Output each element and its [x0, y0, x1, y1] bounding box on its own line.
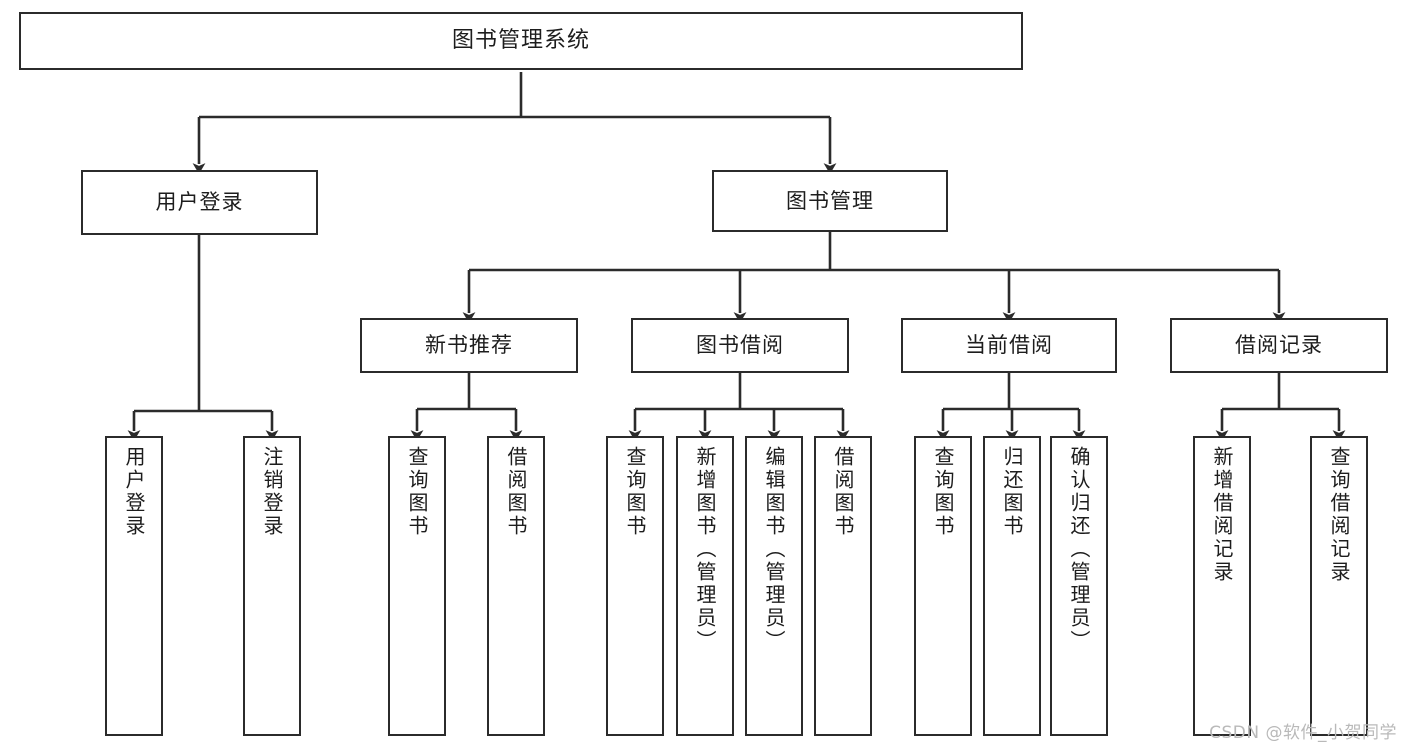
- node-leaf-edit-book[interactable]: 编辑图书（管理员）: [745, 436, 803, 736]
- node-leaf-add-record-label: 新增借阅记录: [1210, 446, 1234, 584]
- node-borrow-record-label: 借阅记录: [1235, 333, 1323, 358]
- node-book-borrow[interactable]: 图书借阅: [631, 318, 849, 373]
- node-new-book-recommend[interactable]: 新书推荐: [360, 318, 578, 373]
- node-leaf-add-record[interactable]: 新增借阅记录: [1193, 436, 1251, 736]
- node-current-borrow[interactable]: 当前借阅: [901, 318, 1117, 373]
- node-leaf-query-book-1-label: 查询图书: [405, 446, 429, 538]
- node-leaf-user-login[interactable]: 用户登录: [105, 436, 163, 736]
- node-leaf-query-book-1[interactable]: 查询图书: [388, 436, 446, 736]
- node-leaf-logout-login[interactable]: 注销登录: [243, 436, 301, 736]
- node-borrow-record[interactable]: 借阅记录: [1170, 318, 1388, 373]
- node-leaf-borrow-book-1[interactable]: 借阅图书: [487, 436, 545, 736]
- node-root-label: 图书管理系统: [451, 28, 590, 54]
- node-leaf-confirm-return-label: 确认归还（管理员）: [1067, 446, 1091, 653]
- node-leaf-query-book-3-label: 查询图书: [931, 446, 955, 538]
- node-root[interactable]: 图书管理系统: [19, 12, 1023, 70]
- node-leaf-query-book-2-label: 查询图书: [623, 446, 647, 538]
- node-leaf-user-login-label: 用户登录: [122, 446, 146, 538]
- node-current-borrow-label: 当前借阅: [965, 333, 1053, 358]
- watermark: CSDN @软件_小贺同学: [1209, 723, 1397, 743]
- node-leaf-query-record-label: 查询借阅记录: [1327, 446, 1351, 584]
- node-leaf-logout-login-label: 注销登录: [260, 446, 284, 538]
- node-leaf-return-book[interactable]: 归还图书: [983, 436, 1041, 736]
- node-leaf-confirm-return[interactable]: 确认归还（管理员）: [1050, 436, 1108, 736]
- node-book-borrow-label: 图书借阅: [696, 333, 784, 358]
- node-user-login[interactable]: 用户登录: [81, 170, 318, 235]
- node-user-login-label: 用户登录: [155, 190, 244, 215]
- node-leaf-query-book-3[interactable]: 查询图书: [914, 436, 972, 736]
- node-leaf-add-book-label: 新增图书（管理员）: [693, 446, 717, 653]
- node-leaf-edit-book-label: 编辑图书（管理员）: [762, 446, 786, 653]
- node-leaf-query-book-2[interactable]: 查询图书: [606, 436, 664, 736]
- node-leaf-borrow-book-1-label: 借阅图书: [504, 446, 528, 538]
- node-leaf-query-record[interactable]: 查询借阅记录: [1310, 436, 1368, 736]
- node-new-book-recommend-label: 新书推荐: [425, 333, 513, 358]
- node-leaf-borrow-book-2[interactable]: 借阅图书: [814, 436, 872, 736]
- node-book-management[interactable]: 图书管理: [712, 170, 948, 232]
- node-leaf-borrow-book-2-label: 借阅图书: [831, 446, 855, 538]
- node-leaf-return-book-label: 归还图书: [1000, 446, 1024, 538]
- node-leaf-add-book[interactable]: 新增图书（管理员）: [676, 436, 734, 736]
- node-book-management-label: 图书管理: [786, 188, 874, 213]
